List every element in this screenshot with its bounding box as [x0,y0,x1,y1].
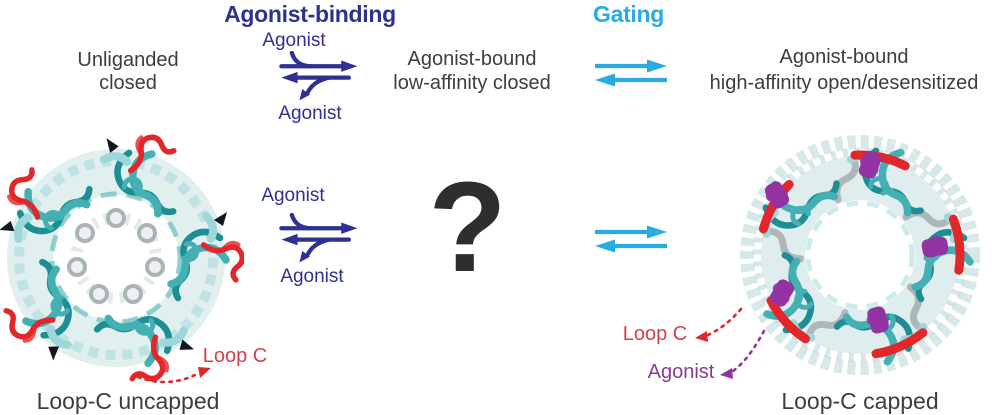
agonist-label-right: Agonist [647,361,715,383]
gating-equilibrium-arrows-middle-icon [592,224,670,254]
binding-equilibrium-arrows-middle-icon [270,213,365,270]
subunit-ribbons [0,138,227,376]
agonist-label-middle-out: Agonist [280,266,344,287]
agonist-label-top-out: Agonist [278,103,342,124]
agonist-callout-arrow-right-icon [720,329,766,379]
loop-c-callout-arrow-right-icon [695,307,743,342]
gating-header: Gating [592,1,665,27]
binding-header: Agonist-binding [224,1,396,27]
state-high-affinity-open: Agonist-bound high-affinity open/desensi… [709,46,979,94]
loop-c-label-right: Loop C [622,323,688,345]
caption-loop-c-capped: Loop-C capped [781,388,939,414]
unknown-state-question-mark: ? [428,156,507,299]
agonist-label-middle-in: Agonist [261,185,325,206]
state-unliganded-closed: Unliganded closed [77,49,179,94]
loop-c-capped-arcs [755,150,965,360]
caption-loop-c-uncapped: Loop-C uncapped [36,388,220,414]
state-low-affinity-closed: Agonist-bound low-affinity closed [393,48,551,94]
agonist-bound-receptor-structure [740,122,980,390]
agonist-label-top-in: Agonist [262,30,326,51]
outer-gray-helices [765,159,947,340]
binding-equilibrium-arrows-top-icon [270,51,365,108]
loop-c-label-left: Loop C [202,345,268,367]
loop-c-callout-arrow-left-icon [136,367,211,384]
gating-equilibrium-arrows-top-icon [592,58,670,88]
bound-agonist-molecules [759,148,950,336]
subunit-ribbons [745,139,970,374]
pore-helices [67,208,165,304]
